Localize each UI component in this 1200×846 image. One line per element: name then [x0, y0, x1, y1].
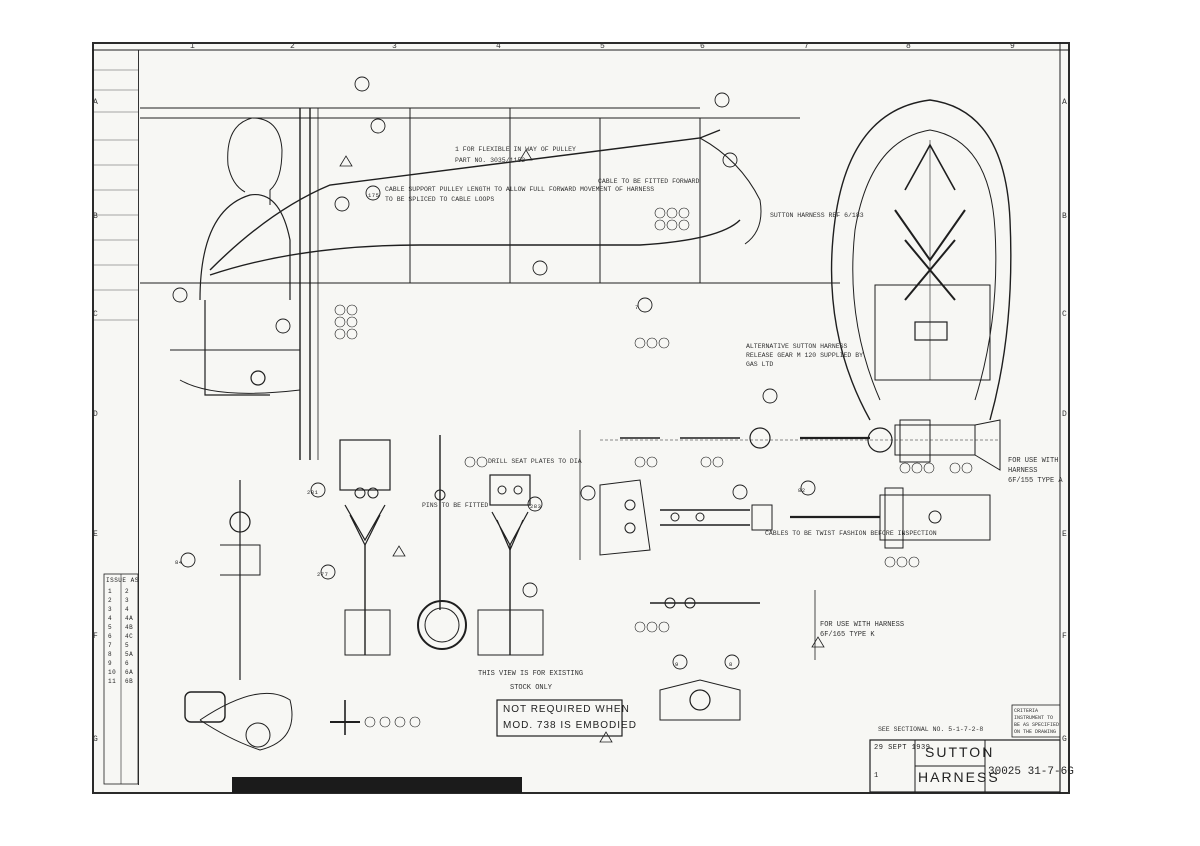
note-view-existing: this view is for existing: [478, 670, 584, 678]
balloon-label: 277: [317, 571, 329, 578]
issue-table-cell: 5: [125, 642, 130, 649]
issue-table-cell: 3: [108, 606, 113, 613]
column-number: 3: [392, 42, 397, 51]
balloon-label: 7: [635, 304, 639, 311]
issue-table-cell: 9: [108, 660, 113, 667]
row-letter: A: [93, 98, 98, 107]
issue-table-cell: 4c: [125, 633, 134, 640]
issue-table-cell: 10: [108, 669, 117, 676]
column-number: 4: [496, 42, 501, 51]
column-number: 8: [906, 42, 911, 51]
column-number: 2: [290, 42, 295, 51]
column-number: 6: [700, 42, 705, 51]
note-sutton-ref: sutton harness ref 6/183: [770, 212, 864, 219]
row-letter: A: [1062, 98, 1067, 107]
drawing-sheet: [92, 42, 1070, 794]
note-for-use-k: for use with harness 6f/165 type k: [820, 621, 905, 639]
row-letter: G: [1062, 735, 1067, 744]
issue-table-cell: 7: [108, 642, 113, 649]
issue-table-header: ISSUE AS: [106, 577, 139, 584]
note-cables-twist: cables to be twist fashion before inspec…: [765, 530, 937, 537]
issue-table-cell: 2: [125, 588, 130, 595]
note-spliced: to be spliced to cable loops: [385, 196, 495, 203]
issue-table-cell: 2: [108, 597, 113, 604]
note-forward-cable: cable to be fitted forward: [598, 178, 700, 185]
balloon-label: 8: [729, 661, 733, 668]
issue-table-cell: 11: [108, 678, 117, 685]
not-required-line2: Mod. 738 Is Embodied: [503, 720, 637, 731]
issue-table-cell: 4a: [125, 615, 134, 622]
column-number: 7: [804, 42, 809, 51]
row-letter: B: [1062, 212, 1067, 221]
scan-damage-bar: [232, 777, 522, 793]
note-for-use-a: for use with harness 6f/155 type a: [1008, 457, 1063, 485]
balloon-label: 281: [307, 489, 319, 496]
issue-table-cell: 5: [108, 624, 113, 631]
note-flexible: 1 for flexible in way of pulley: [455, 146, 576, 153]
column-number: 1: [190, 42, 195, 51]
column-number: 5: [600, 42, 605, 51]
issue-table-cell: 1: [108, 588, 113, 595]
issue-table-cell: 4b: [125, 624, 134, 631]
note-drill: drill seat plates to dia: [488, 458, 582, 465]
balloon-label: 9: [675, 661, 679, 668]
balloon-label: 82: [798, 487, 806, 494]
row-letter: B: [93, 212, 98, 221]
note-stock-only: stock only: [510, 684, 553, 692]
row-letter: D: [93, 410, 98, 419]
issue-table-cell: 6a: [125, 669, 134, 676]
issue-table-cell: 8: [108, 651, 113, 658]
row-letter: C: [1062, 310, 1067, 319]
note-cable-support: cable support pulley length to allow ful…: [385, 186, 655, 193]
row-letter: C: [93, 310, 98, 319]
issue-table-cell: 5a: [125, 651, 134, 658]
row-letter: E: [1062, 530, 1067, 539]
drawing-number: 30025 31-7-6G: [988, 766, 1074, 778]
note-criteria: criteria instrument to be as specified o…: [1014, 708, 1060, 735]
balloon-label: 84: [175, 559, 183, 566]
not-required-line1: Not Required When: [503, 704, 630, 715]
row-letter: F: [1062, 632, 1067, 641]
issue-table-cell: 6b: [125, 678, 134, 685]
drawing-issue: 1: [874, 772, 879, 780]
note-sub-numbers: see sectional no. 5-1-7-2-8: [878, 726, 984, 733]
issue-table-cell: 6: [125, 660, 130, 667]
note-alternative: alternative sutton harness release gear …: [746, 343, 864, 368]
issue-table-cell: 6: [108, 633, 113, 640]
amendment-strip: [94, 50, 139, 785]
title-line2: HARNESS: [918, 769, 1000, 785]
column-number: 9: [1010, 42, 1015, 51]
note-part: part no. 3035/1153: [455, 157, 526, 164]
drawing-date: 29 SEPT 1939: [874, 744, 931, 752]
issue-table-cell: 4: [108, 615, 113, 622]
row-letter: F: [93, 632, 98, 641]
issue-table-cell: 4: [125, 606, 130, 613]
title-line1: SUTTON: [925, 744, 995, 760]
balloon-label: 175: [368, 192, 380, 199]
balloon-label: 283: [530, 503, 542, 510]
issue-table-cell: 3: [125, 597, 130, 604]
row-letter: E: [93, 530, 98, 539]
note-pins: pins to be fitted: [422, 502, 489, 509]
row-letter: G: [93, 735, 98, 744]
row-letter: D: [1062, 410, 1067, 419]
